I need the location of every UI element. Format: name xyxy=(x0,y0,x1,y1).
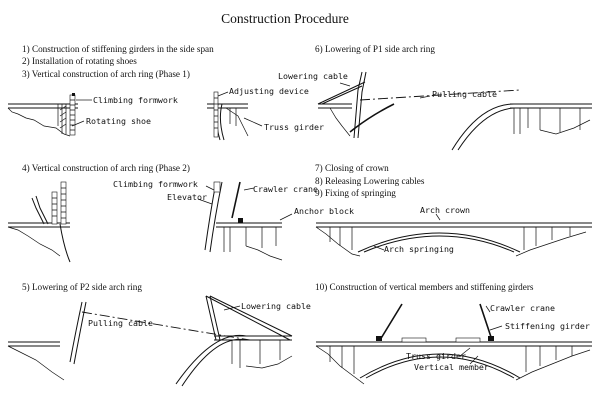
p5-pulling-cable xyxy=(81,311,251,341)
p4-arch xyxy=(357,232,521,253)
p1-right-pier xyxy=(207,91,249,141)
p3-right-pier xyxy=(204,181,283,261)
panel-4: 7) Closing of crown 8) Releasing Lowerin… xyxy=(315,163,592,257)
label-vertical-member: Vertical member xyxy=(414,362,489,372)
label-lowering-cable: Lowering cable xyxy=(278,71,348,81)
label-rotating-shoe: Rotating shoe xyxy=(86,116,151,126)
step-2: 2) Installation of rotating shoes xyxy=(22,56,137,66)
p2-mast xyxy=(353,71,363,139)
panel-2: 6) Lowering of P1 side arch ring Lowerin… xyxy=(278,44,592,151)
label-lowering-cable-2: Lowering cable xyxy=(241,301,311,311)
label-anchor-block: Anchor block xyxy=(294,206,354,216)
step-1: 1) Construction of stiffening girders in… xyxy=(22,44,214,54)
label-crawler-crane: Crawler crane xyxy=(253,184,318,194)
p2-arch-p2 xyxy=(451,103,515,151)
p2-lowering-cable xyxy=(317,81,366,105)
p2-arch-p1 xyxy=(349,103,395,133)
p1-leader-truss xyxy=(243,117,263,127)
p6-crawler-crane-left xyxy=(379,303,403,341)
p3-crawler-crane xyxy=(231,181,241,219)
diagram-title: Construction Procedure xyxy=(221,11,349,26)
label-truss-girder: Truss girder xyxy=(264,122,324,132)
p5-left-arch xyxy=(69,301,83,363)
label-elevator: Elevator xyxy=(167,192,207,202)
label-climbing-formwork-2: Climbing formwork xyxy=(113,179,198,189)
step-10: 10) Construction of vertical members and… xyxy=(315,282,534,292)
p6-crawler-crane-right xyxy=(479,303,493,341)
label-climbing-formwork: Climbing formwork xyxy=(93,95,178,105)
label-pulling-cable-2: Pulling cable xyxy=(88,318,153,328)
label-pulling-cable: Pulling cable xyxy=(432,89,497,99)
step-9: 9) Fixing of springing xyxy=(315,188,396,198)
p2-pulling-cable xyxy=(359,89,521,101)
step-6: 6) Lowering of P1 side arch ring xyxy=(315,44,435,54)
panel-5: 5) Lowering of P2 side arch ring Pulling… xyxy=(7,282,311,387)
step-4: 4) Vertical construction of arch ring (P… xyxy=(22,163,190,173)
p3-left-pier xyxy=(7,181,71,263)
panel-1: 1) Construction of stiffening girders in… xyxy=(7,44,324,141)
step-8: 8) Releasing Lowering cables xyxy=(315,176,425,186)
panel-3: 4) Vertical construction of arch ring (P… xyxy=(7,163,354,263)
p1-left-abutment xyxy=(7,93,78,137)
p5-arch-p2 xyxy=(175,334,247,385)
p5-mast xyxy=(205,295,217,341)
label-adjusting-device: Adjusting device xyxy=(229,86,309,96)
label-stiffening-girder: Stiffening girder xyxy=(505,321,590,331)
step-3: 3) Vertical construction of arch ring (P… xyxy=(22,69,190,79)
p1-leader-rotating xyxy=(71,120,85,127)
label-truss-girder-2: Truss girder xyxy=(406,351,466,361)
p6-arch xyxy=(359,353,521,379)
label-arch-crown: Arch crown xyxy=(420,205,470,215)
p1-leader-adjusting xyxy=(217,91,229,97)
label-arch-springing: Arch springing xyxy=(384,244,454,254)
label-crawler-crane-2: Crawler crane xyxy=(490,303,555,313)
panel-6: 10) Construction of vertical members and… xyxy=(315,282,592,385)
step-5: 5) Lowering of P2 side arch ring xyxy=(22,282,142,292)
step-7: 7) Closing of crown xyxy=(315,163,389,173)
